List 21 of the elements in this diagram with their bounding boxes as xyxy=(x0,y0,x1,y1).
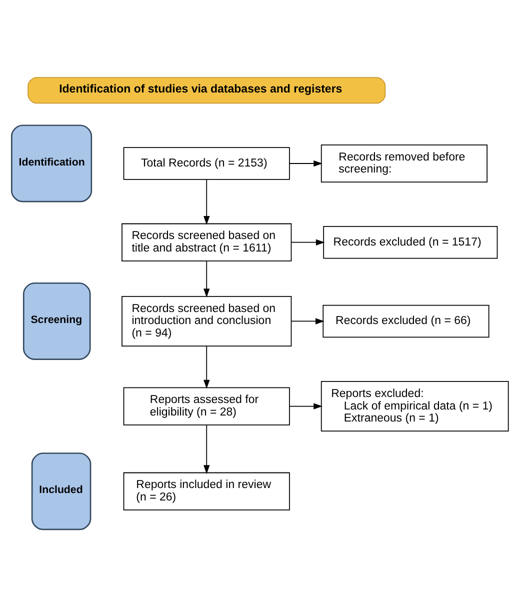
arrow xyxy=(204,178,210,224)
node-box: Identification of studies via databases and registers xyxy=(28,76,386,104)
node-box: Screening xyxy=(22,282,91,360)
node-box: Records screened based on title and abstract (n = 1611) xyxy=(122,222,292,261)
arrow xyxy=(291,318,324,324)
node-box: Reports included in review (n = 26) xyxy=(123,472,290,510)
node-box: Identification xyxy=(11,124,92,202)
node-box: Reports excluded: Lack of empirical data (n = 1) Extraneous (n = 1) xyxy=(320,380,509,432)
node-box: Records screened based on introduction and conclusion (n = 94) xyxy=(122,295,292,346)
arrow xyxy=(204,345,210,388)
node-box: Total Records (n = 2153) xyxy=(123,146,290,180)
node-box: Reports assessed for eligibility (n = 28) xyxy=(123,386,290,425)
node-box: Included xyxy=(31,452,92,530)
node-box: Records removed before screening: xyxy=(320,144,488,182)
arrow xyxy=(290,238,325,245)
arrow xyxy=(289,160,322,166)
arrow xyxy=(204,260,210,297)
arrow xyxy=(204,424,210,474)
node-box: Records excluded (n = 1517) xyxy=(323,225,498,258)
node-box: Records excluded (n = 66) xyxy=(322,304,490,338)
arrow xyxy=(289,402,322,409)
